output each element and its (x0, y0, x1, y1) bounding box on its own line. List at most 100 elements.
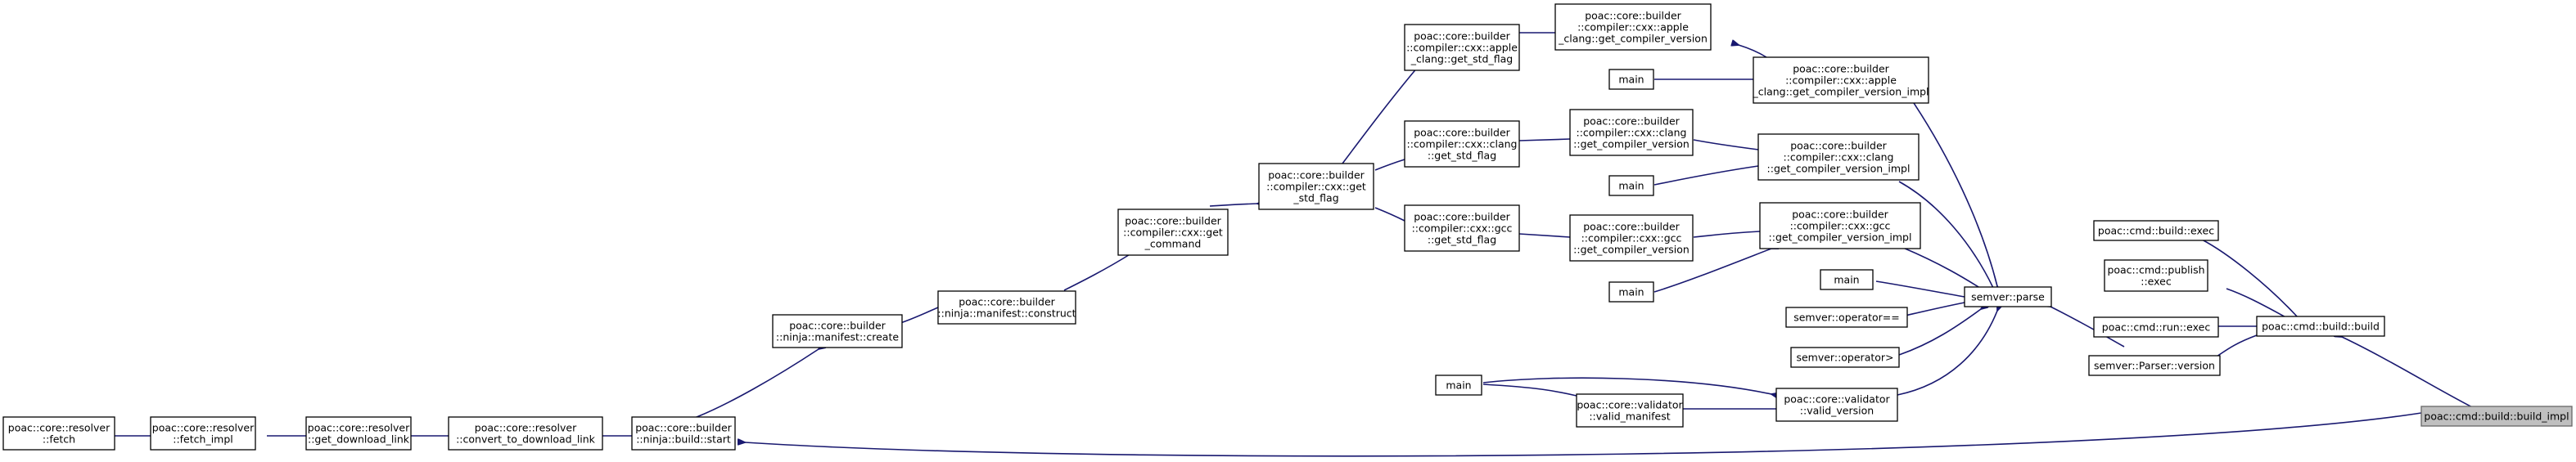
node-semver-parse[interactable]: semver::parse (1964, 286, 2052, 307)
node-construct[interactable]: poac::core::builder::ninja::manifest::co… (937, 290, 1076, 325)
node-label: ::compiler::cxx::clang (1577, 127, 1687, 139)
node-create[interactable]: poac::core::builder::ninja::manifest::cr… (772, 314, 903, 348)
node-box (1753, 56, 1929, 104)
node-box (2093, 220, 2219, 241)
node-label: poac::core::builder (1792, 209, 1888, 221)
node-label: poac::core::builder (1585, 10, 1681, 22)
edge-op-gt-to-semver-parse (1898, 309, 1981, 356)
edge-apple-gcv-to-apple-impl (1739, 45, 1767, 58)
node-label: main (1618, 180, 1644, 192)
node-box (1404, 24, 1520, 71)
node-box (1554, 3, 1712, 51)
node-label: ::compiler::cxx::apple (1577, 21, 1689, 34)
edge-main-gcc-to-gcc-impl (1653, 249, 1771, 293)
node-run-exec[interactable]: poac::cmd::run::exec (2093, 316, 2219, 338)
edge-gcc-std-to-gcc-gcv (1518, 233, 1570, 237)
node-get-std[interactable]: poac::core::builder::compiler::cxx::get_… (1258, 163, 1374, 210)
edge-construct-to-get-command (1063, 253, 1131, 291)
node-box (1820, 269, 1874, 290)
node-label: main (1618, 286, 1644, 298)
edge-publish-exec-to-build-build (2226, 288, 2289, 319)
node-box (1759, 202, 1921, 249)
node-label: poac::core::builder (1414, 211, 1510, 223)
edge-get-std-to-apple-std (1342, 67, 1418, 164)
node-box (1775, 388, 1898, 422)
node-box (2, 416, 115, 451)
node-build-impl[interactable]: poac::cmd::build::build_impl (2420, 406, 2573, 427)
edge-main-clang-to-clang-impl (1653, 166, 1758, 186)
node-main-apple[interactable]: main (1608, 69, 1654, 90)
node-op-eq[interactable]: semver::operator== (1785, 307, 1908, 328)
node-label: poac::core::builder (1583, 115, 1680, 128)
node-label: poac::core::validator (1577, 399, 1683, 411)
node-label: ::get_download_link (308, 433, 410, 446)
node-main-gcc[interactable]: main (1608, 281, 1654, 303)
node-label: poac::core::resolver (475, 422, 577, 434)
node-label: main (1834, 274, 1859, 286)
node-main-p[interactable]: main (1820, 269, 1874, 290)
node-box (1608, 69, 1654, 90)
node-label: semver::Parser::version (2094, 360, 2215, 372)
node-valid-manifest[interactable]: poac::core::validator::valid_manifest (1576, 393, 1684, 428)
node-publish-exec[interactable]: poac::cmd::publish::exec (2104, 259, 2208, 292)
node-fetch-impl[interactable]: poac::core::resolver::fetch_impl (150, 416, 256, 451)
edge-get-std-to-clang-std (1374, 159, 1405, 171)
node-parser-version[interactable]: semver::Parser::version (2088, 355, 2221, 376)
edge-main-vm-to-valid-manifest (1482, 384, 1577, 396)
node-main-clang[interactable]: main (1608, 175, 1654, 196)
node-build-build[interactable]: poac::cmd::build::build (2256, 316, 2385, 337)
node-apple-impl[interactable]: poac::core::builder::compiler::cxx::appl… (1752, 56, 1929, 104)
node-fetch[interactable]: poac::core::resolver::fetch (2, 416, 115, 451)
node-box (1258, 163, 1374, 210)
node-box (1569, 214, 1694, 262)
node-gcc-impl[interactable]: poac::core::builder::compiler::cxx::gcc:… (1759, 202, 1921, 249)
node-label: poac::core::resolver (8, 422, 111, 434)
node-label: main (1618, 74, 1644, 86)
node-box (1608, 175, 1654, 196)
node-box (2420, 406, 2573, 427)
node-clang-impl[interactable]: poac::core::builder::compiler::cxx::clan… (1757, 133, 1920, 181)
node-box (2104, 259, 2208, 292)
node-label: poac::core::builder (1268, 169, 1365, 182)
edges-layer (115, 33, 2479, 457)
node-box (1576, 393, 1684, 428)
edge-main-vm-to-valid-version (1482, 377, 1771, 394)
node-label: poac::core::builder (1414, 127, 1510, 139)
node-get-command[interactable]: poac::core::builder::compiler::cxx::get_… (1117, 209, 1229, 256)
node-apple-gcv[interactable]: poac::core::builder::compiler::cxx::appl… (1554, 3, 1712, 51)
node-gcc-std[interactable]: poac::core::builder::compiler::cxx::gcc:… (1404, 204, 1520, 252)
node-label: poac::core::validator (1784, 393, 1890, 406)
node-label: ::fetch (43, 433, 75, 446)
node-clang-gcv[interactable]: poac::core::builder::compiler::cxx::clan… (1569, 109, 1694, 156)
node-label: main (1446, 379, 1471, 392)
node-label: ::get_compiler_version_impl (1767, 163, 1911, 175)
node-label: ::exec (2141, 276, 2172, 288)
node-main-vm[interactable]: main (1435, 375, 1482, 396)
node-gcc-gcv[interactable]: poac::core::builder::compiler::cxx::gcc:… (1569, 214, 1694, 262)
node-ninja-start[interactable]: poac::core::builder::ninja::build::start (631, 416, 736, 451)
edge-get-command-to-get-std (1209, 204, 1257, 206)
node-clang-std[interactable]: poac::core::builder::compiler::cxx::clan… (1404, 120, 1520, 168)
node-build-exec[interactable]: poac::cmd::build::exec (2093, 220, 2219, 241)
node-valid-version[interactable]: poac::core::validator::valid_version (1775, 388, 1898, 422)
node-label: poac::core::builder (1790, 140, 1887, 152)
edge-ninja-start-to-build-impl (745, 412, 2422, 457)
node-label: poac::cmd::run::exec (2102, 321, 2211, 334)
node-op-gt[interactable]: semver::operator> (1790, 347, 1900, 368)
node-label: ::compiler::cxx::apple (1406, 42, 1518, 54)
node-convert-link[interactable]: poac::core::resolver::convert_to_downloa… (448, 416, 603, 451)
node-apple-std[interactable]: poac::core::builder::compiler::cxx::appl… (1404, 24, 1520, 71)
node-label: ::get_std_flag (1428, 150, 1496, 162)
node-box (937, 290, 1076, 325)
node-label: poac::core::builder (959, 296, 1055, 308)
node-label: ::get_std_flag (1428, 234, 1496, 246)
edge-semver-parse-to-parser-version (2050, 307, 2125, 348)
node-get-link[interactable]: poac::core::resolver::get_download_link (305, 416, 412, 451)
node-label: semver::parse (1971, 291, 2045, 303)
node-box (1757, 133, 1920, 181)
edge-get-std-to-gcc-std (1374, 207, 1405, 221)
node-label: _clang::get_compiler_version_impl (1752, 86, 1929, 98)
node-box (2088, 355, 2221, 376)
node-label: poac::core::resolver (152, 422, 255, 434)
edge-op-eq-to-semver-parse (1901, 303, 1965, 317)
